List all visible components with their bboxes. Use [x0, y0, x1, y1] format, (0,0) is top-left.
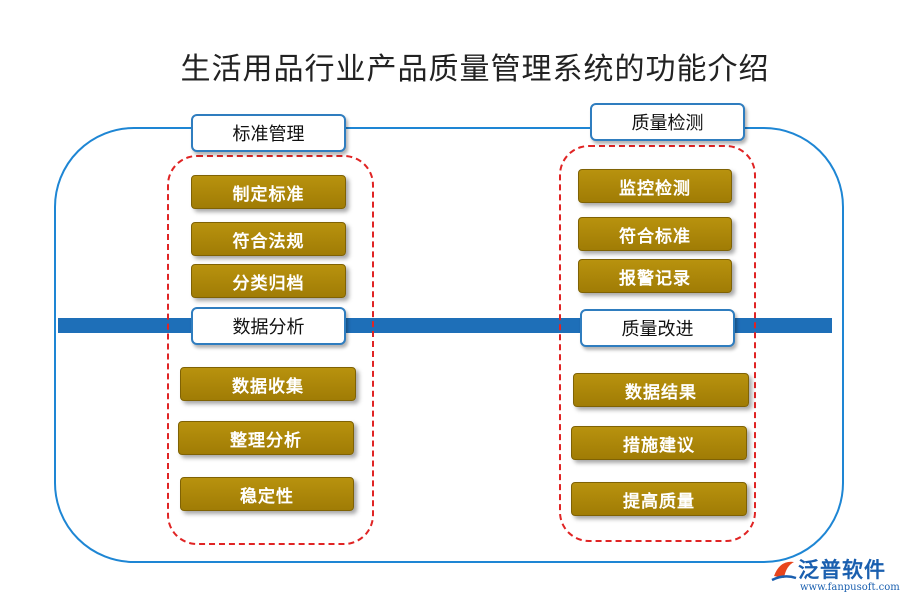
section-header-quality-improvement: 质量改进	[580, 309, 735, 347]
item-improve-quality: 提高质量	[571, 482, 747, 516]
item-stability: 稳定性	[180, 477, 354, 511]
item-organize-analyze: 整理分析	[178, 421, 354, 455]
item-meet-standard: 符合标准	[578, 217, 732, 251]
outer-frame	[54, 127, 844, 563]
logo-name: 泛普软件	[798, 558, 886, 582]
item-data-results: 数据结果	[573, 373, 749, 407]
logo-url: www.fanpusoft.com	[800, 582, 900, 593]
section-header-standard-management: 标准管理	[191, 114, 346, 152]
left-group-frame	[167, 155, 374, 545]
fanpu-logo: 泛普软件 www.fanpusoft.com	[770, 554, 900, 598]
section-header-data-analysis: 数据分析	[191, 307, 346, 345]
right-group-frame	[559, 145, 756, 542]
item-measures-suggestions: 措施建议	[571, 426, 747, 460]
item-alarm-record: 报警记录	[578, 259, 732, 293]
item-monitor-inspect: 监控检测	[578, 169, 732, 203]
item-data-collection: 数据收集	[180, 367, 356, 401]
item-comply-regulations: 符合法规	[191, 222, 346, 256]
section-header-quality-inspection: 质量检测	[590, 103, 745, 141]
page-title: 生活用品行业产品质量管理系统的功能介绍	[180, 52, 770, 87]
item-classify-archive: 分类归档	[191, 264, 346, 298]
fanpu-logo-icon	[771, 561, 797, 582]
item-define-standard: 制定标准	[191, 175, 346, 209]
